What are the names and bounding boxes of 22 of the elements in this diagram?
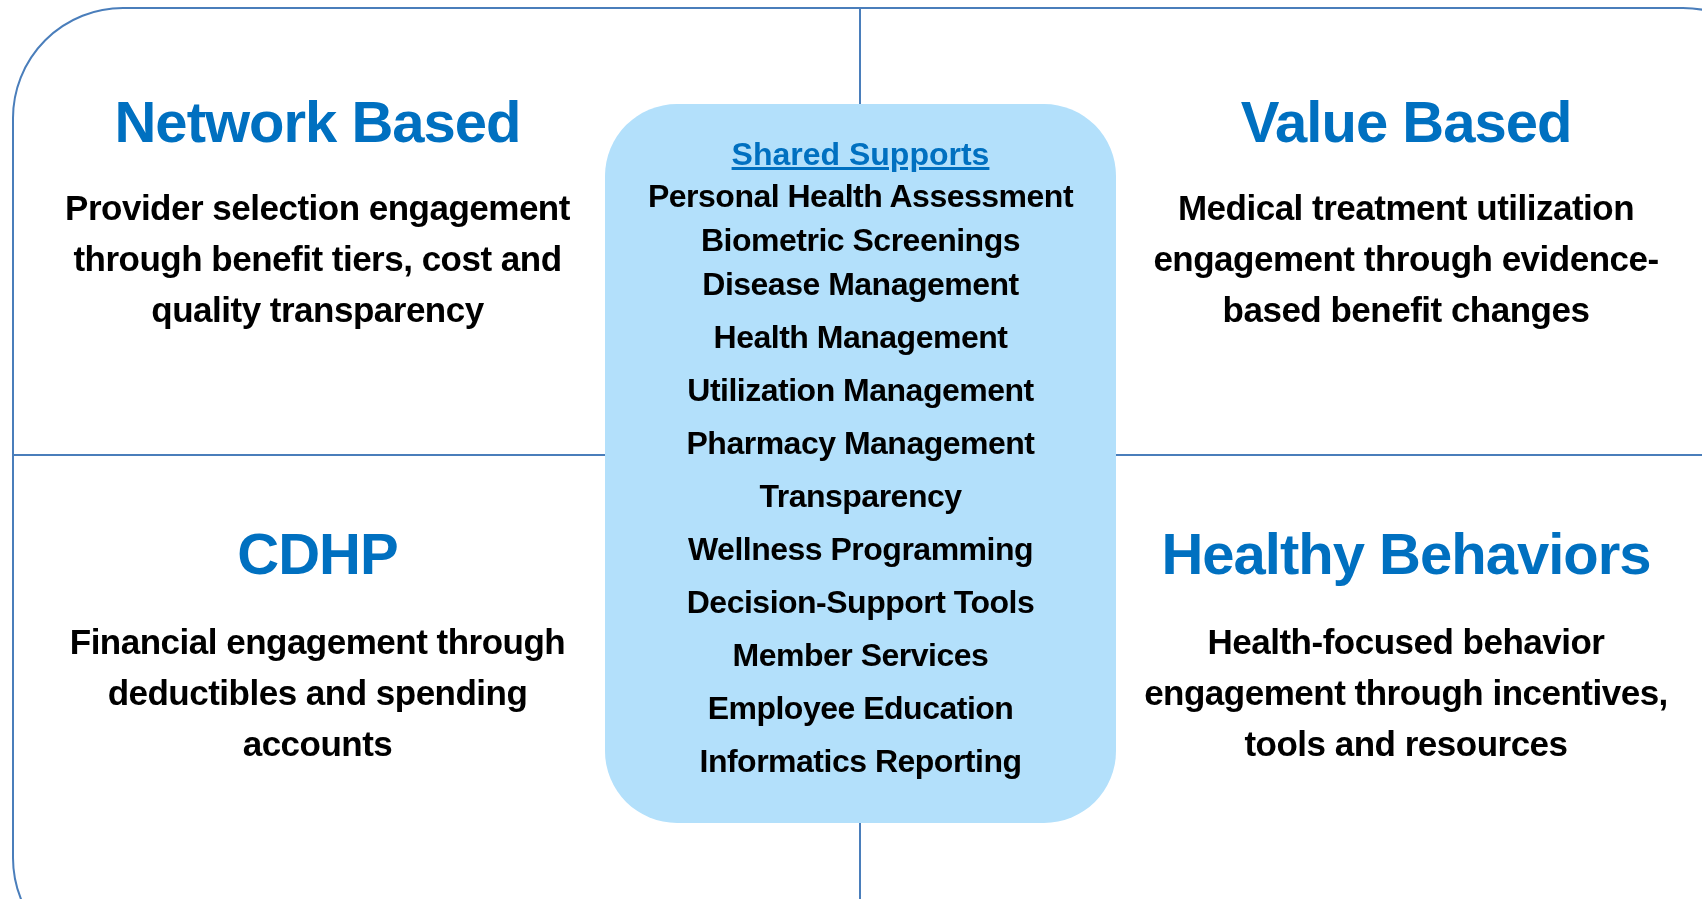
quadrant-heading: Network Based: [113, 90, 522, 154]
quadrant-description: Medical treatment utilization engagement through evidence-based benefit changes: [1152, 187, 1660, 331]
quadrant-heading: Healthy Behaviors: [1160, 522, 1652, 586]
quadrant-description: Health-focused behavior engagement through incentives, tools and resources: [1143, 621, 1669, 765]
list-item: Decision-Support Tools: [686, 583, 1035, 622]
list-item: Transparency: [759, 477, 962, 516]
list-item: Biometric Screenings: [701, 221, 1020, 260]
list-item: Utilization Management: [687, 371, 1034, 410]
list-item: Wellness Programming: [687, 530, 1034, 569]
list-item: Health Management: [713, 318, 1008, 357]
list-item: Employee Education: [707, 689, 1014, 728]
list-item: Personal Health Assessment: [647, 177, 1074, 216]
quadrant-description: Financial engagement through deductibles and spending accounts: [68, 621, 567, 765]
list-item: Disease Management: [702, 265, 1019, 304]
panel-heading: Shared Supports: [731, 135, 990, 174]
list-item: Pharmacy Management: [686, 424, 1035, 463]
quadrant-heading: CDHP: [236, 522, 399, 586]
list-item: Informatics Reporting: [699, 742, 1022, 781]
quadrant-heading: Value Based: [1239, 90, 1573, 154]
quadrant-description: Provider selection engagement through benefit tiers, cost and quality transparency: [64, 187, 571, 331]
rounded-panel: [605, 104, 1116, 823]
list-item: Member Services: [732, 636, 989, 675]
